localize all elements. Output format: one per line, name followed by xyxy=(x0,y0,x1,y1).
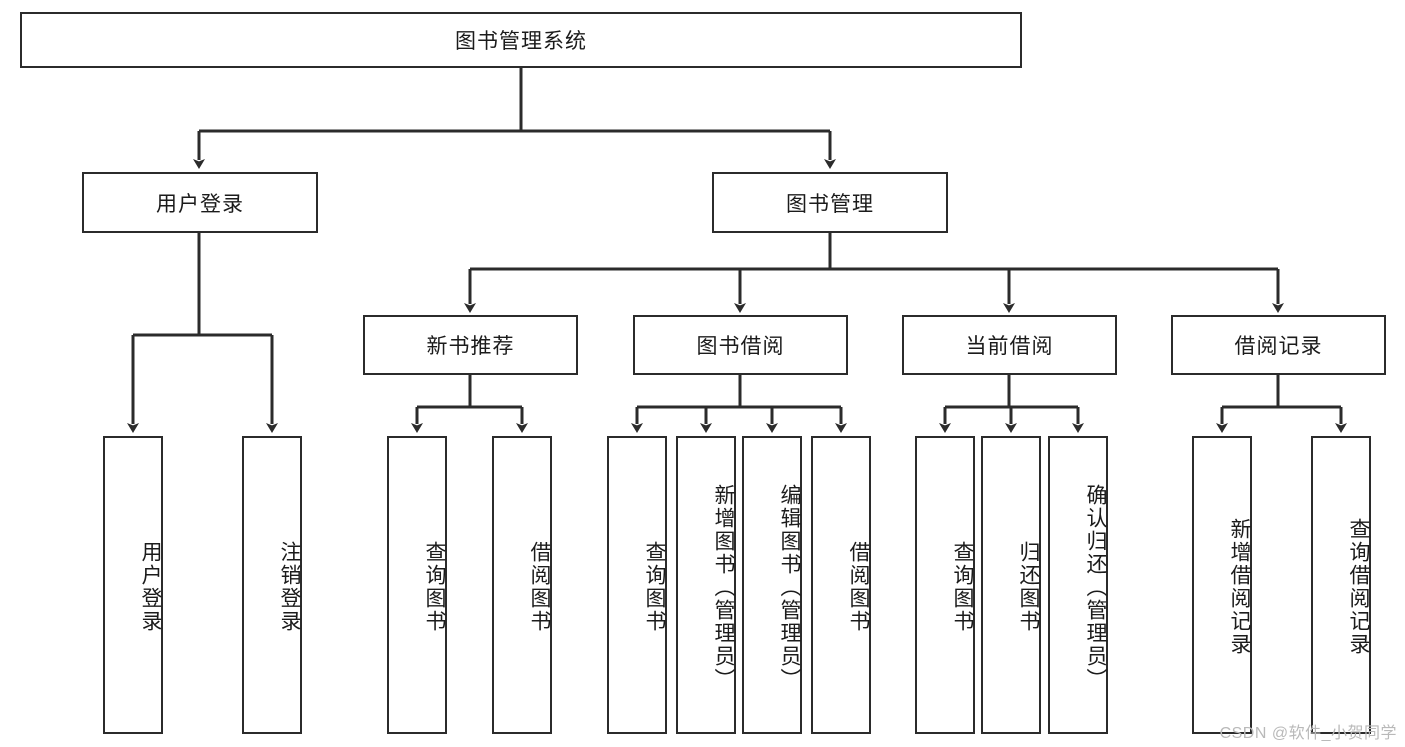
leaf-user-login-label: 用户登录 xyxy=(139,541,162,633)
node-book-borrow[interactable]: 图书借阅 xyxy=(633,315,848,375)
leaf-return-book[interactable]: 归还图书 xyxy=(981,436,1041,734)
leaf-logout-label: 注销登录 xyxy=(278,541,301,633)
csdn-watermark: CSDN @软件_小贺同学 xyxy=(1219,725,1397,742)
node-current-borrow-label: 当前借阅 xyxy=(965,335,1054,358)
leaf-query-book-1-label: 查询图书 xyxy=(423,541,446,633)
node-user-login-label: 用户登录 xyxy=(156,192,244,216)
leaf-edit-book[interactable]: 编辑图书（管理员） xyxy=(742,436,802,734)
leaf-edit-book-label: 编辑图书（管理员） xyxy=(778,483,801,691)
leaf-query-book-3-label: 查询图书 xyxy=(951,541,974,633)
node-root[interactable]: 图书管理系统 xyxy=(20,12,1022,68)
leaf-query-book-2[interactable]: 查询图书 xyxy=(607,436,667,734)
leaf-borrow-book-2[interactable]: 借阅图书 xyxy=(811,436,871,734)
node-root-label: 图书管理系统 xyxy=(455,30,587,53)
leaf-query-record[interactable]: 查询借阅记录 xyxy=(1311,436,1371,734)
node-book-manage[interactable]: 图书管理 xyxy=(712,172,948,233)
node-book-borrow-label: 图书借阅 xyxy=(696,335,785,358)
leaf-query-record-label: 查询借阅记录 xyxy=(1347,518,1370,656)
leaf-borrow-book-2-label: 借阅图书 xyxy=(847,541,870,633)
leaf-borrow-book-1[interactable]: 借阅图书 xyxy=(492,436,552,734)
leaf-add-book-label: 新增图书（管理员） xyxy=(712,483,735,691)
leaf-confirm-return[interactable]: 确认归还（管理员） xyxy=(1048,436,1108,734)
leaf-query-book-3[interactable]: 查询图书 xyxy=(915,436,975,734)
leaf-user-login[interactable]: 用户登录 xyxy=(103,436,163,734)
leaf-add-record[interactable]: 新增借阅记录 xyxy=(1192,436,1252,734)
leaf-confirm-return-label: 确认归还（管理员） xyxy=(1084,483,1107,691)
leaf-query-book-1[interactable]: 查询图书 xyxy=(387,436,447,734)
leaf-borrow-book-1-label: 借阅图书 xyxy=(528,541,551,633)
node-new-book-rec[interactable]: 新书推荐 xyxy=(363,315,578,375)
node-borrow-record-label: 借阅记录 xyxy=(1234,335,1323,358)
leaf-add-record-label: 新增借阅记录 xyxy=(1228,518,1251,656)
node-borrow-record[interactable]: 借阅记录 xyxy=(1171,315,1386,375)
leaf-logout[interactable]: 注销登录 xyxy=(242,436,302,734)
node-new-book-rec-label: 新书推荐 xyxy=(426,335,515,358)
leaf-add-book[interactable]: 新增图书（管理员） xyxy=(676,436,736,734)
node-current-borrow[interactable]: 当前借阅 xyxy=(902,315,1117,375)
leaf-return-book-label: 归还图书 xyxy=(1017,541,1040,633)
node-user-login[interactable]: 用户登录 xyxy=(82,172,318,233)
node-book-manage-label: 图书管理 xyxy=(786,192,874,216)
leaf-query-book-2-label: 查询图书 xyxy=(643,541,666,633)
